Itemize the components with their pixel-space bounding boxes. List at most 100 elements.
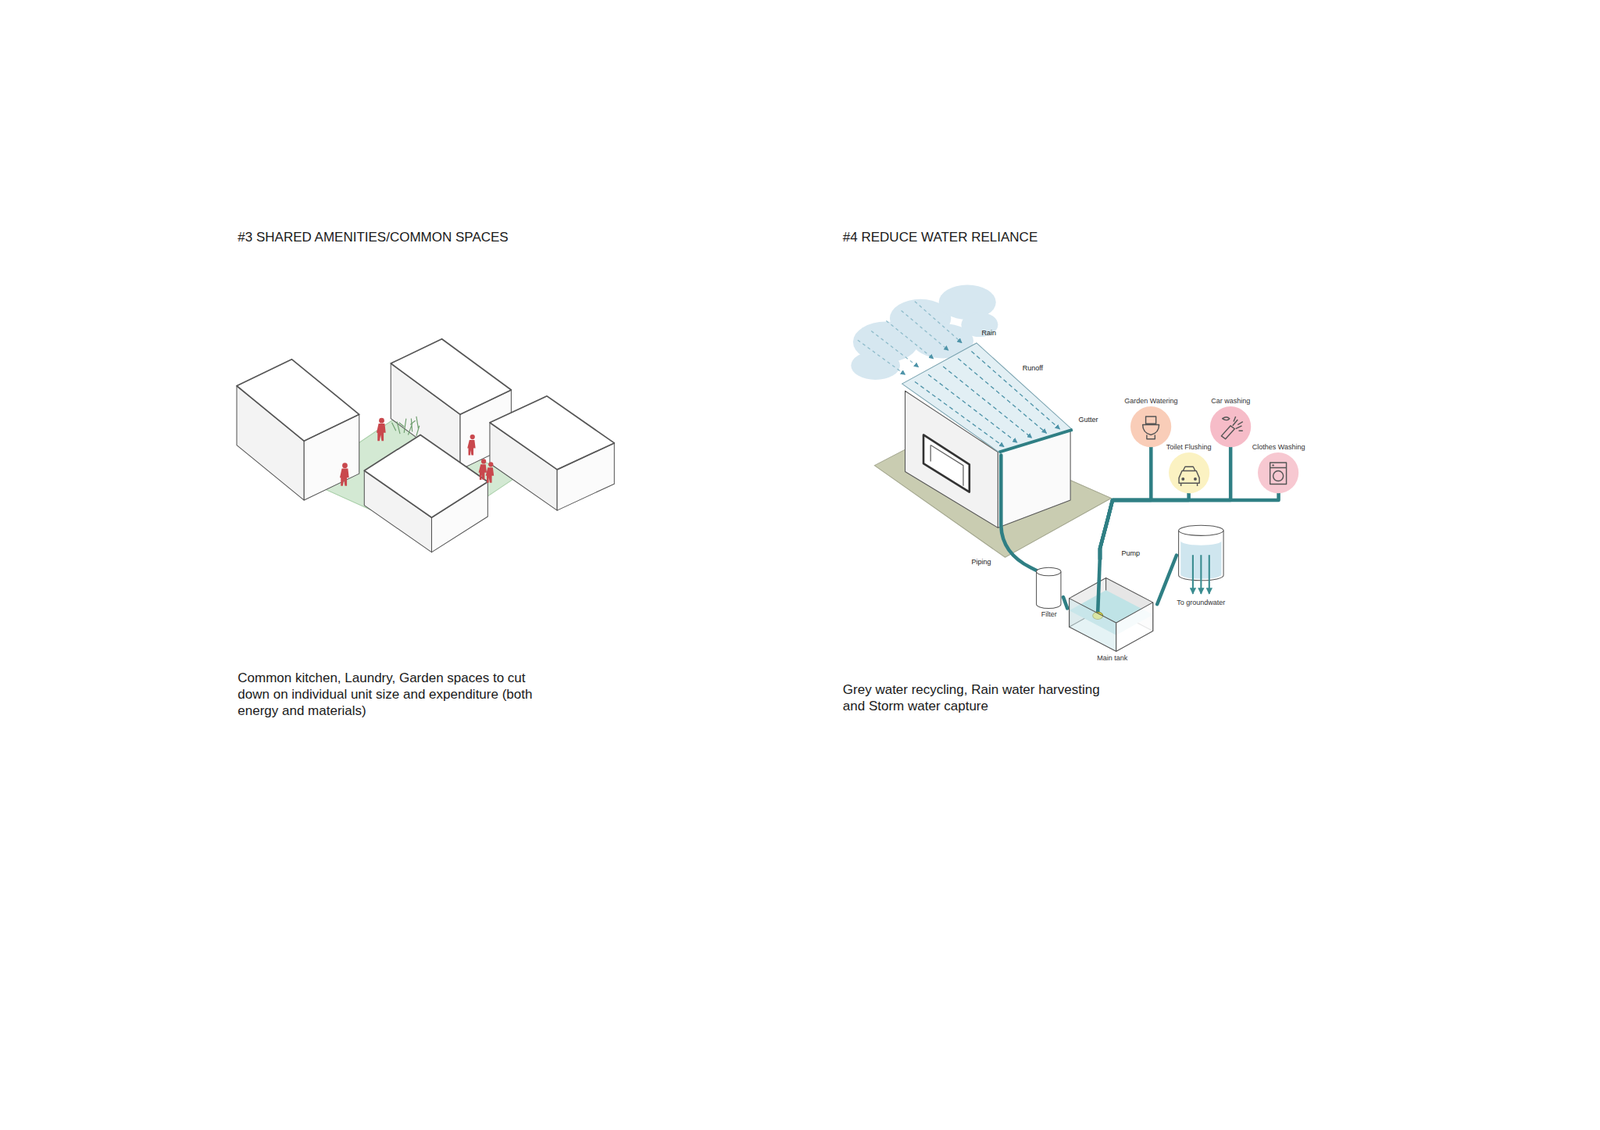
tank-body xyxy=(1069,559,1154,652)
node-label: Car washing xyxy=(1209,396,1252,407)
use-icon xyxy=(1181,477,1185,481)
filter-body xyxy=(1036,571,1061,608)
people xyxy=(376,423,386,441)
use-icon xyxy=(1178,466,1200,486)
node-shape xyxy=(1067,559,1158,654)
people xyxy=(481,458,486,464)
node-label: Main tank xyxy=(1095,653,1129,664)
use-icon xyxy=(1270,462,1287,484)
use-icon xyxy=(1192,477,1197,481)
housing-unit xyxy=(364,434,488,552)
people xyxy=(488,461,493,467)
use-circle-shape xyxy=(1130,406,1172,447)
use-icon xyxy=(1221,416,1243,440)
node-shape xyxy=(1176,524,1226,598)
people xyxy=(339,468,350,486)
rain-clouds xyxy=(960,312,998,337)
node-shape xyxy=(1034,566,1064,610)
water-pipe xyxy=(1063,596,1068,608)
node-label: Filter xyxy=(1039,609,1059,620)
filter-top xyxy=(1036,567,1061,575)
people xyxy=(378,417,385,424)
runoff-arrows xyxy=(857,301,1061,447)
runoff-arrows xyxy=(914,382,1004,447)
panel-heading: #4 REDUCE WATER RELIANCE xyxy=(842,228,1038,246)
part-label: Rain xyxy=(981,328,997,338)
tank-body xyxy=(1069,597,1117,651)
roof xyxy=(902,342,1073,453)
runoff-arrows xyxy=(871,330,919,367)
tank-body xyxy=(1116,602,1154,652)
people xyxy=(467,439,475,456)
people xyxy=(478,464,487,480)
use-circle-shape xyxy=(1168,452,1210,493)
people xyxy=(342,462,348,468)
downpipe xyxy=(1000,455,1039,572)
people xyxy=(470,434,475,440)
use-circle-shape xyxy=(1210,406,1251,447)
use-icon xyxy=(1142,416,1160,440)
people xyxy=(339,417,494,486)
main-tank: Main tank xyxy=(1067,559,1158,664)
use-icon xyxy=(1221,416,1243,440)
use-circle: Toilet Flushing xyxy=(1164,442,1214,493)
use-circle-shape xyxy=(1257,452,1299,493)
housing-unit xyxy=(390,339,511,415)
use-icon xyxy=(1178,466,1200,486)
use-icon xyxy=(1272,464,1275,466)
roof xyxy=(902,342,1073,453)
runoff-arrows xyxy=(957,358,1047,434)
use-icon xyxy=(1222,417,1230,421)
groundwater-body xyxy=(1208,555,1211,595)
runoff-arrows xyxy=(928,374,1018,443)
house xyxy=(930,445,964,486)
water-pipe xyxy=(1100,446,1151,560)
part-label: Runoff xyxy=(1022,364,1043,373)
people xyxy=(485,467,494,483)
node-label: Garden Watering xyxy=(1122,396,1179,407)
tank-body xyxy=(1097,559,1100,613)
garden-plants xyxy=(392,416,420,436)
node-shape xyxy=(1210,406,1251,447)
house xyxy=(923,434,970,492)
node-shape xyxy=(1130,406,1172,447)
use-circle: Garden Watering xyxy=(1122,396,1179,447)
runoff-arrows xyxy=(914,301,962,343)
groundwater-body xyxy=(1200,555,1202,595)
part-label: Gutter xyxy=(1078,415,1099,425)
garden-plants xyxy=(392,416,420,436)
node-shape xyxy=(1257,452,1299,493)
housing-unit xyxy=(489,396,615,470)
use-circle: Car washing xyxy=(1209,396,1252,447)
runoff-arrows xyxy=(942,366,1033,438)
housing-unit xyxy=(236,359,360,500)
gutter xyxy=(999,429,1073,453)
groundwater-body xyxy=(1178,525,1224,595)
node-shape xyxy=(1168,452,1210,493)
housing-unit xyxy=(364,434,488,518)
part-label: Pump xyxy=(1121,549,1140,558)
filter-cylinder: Filter xyxy=(1034,566,1064,620)
node-label: Clothes Washing xyxy=(1250,442,1308,453)
groundwater-body xyxy=(1192,555,1194,595)
part-label: Piping xyxy=(971,557,991,567)
runoff-arrows xyxy=(885,320,933,359)
runoff-arrows xyxy=(857,339,906,375)
runoff-arrows xyxy=(971,351,1060,430)
housing-unit xyxy=(236,359,360,441)
runoff-arrows xyxy=(901,310,949,350)
panel-caption: Grey water recycling, Rain water harvest… xyxy=(842,681,1109,715)
gutter xyxy=(999,429,1073,453)
node-label: Toilet Flushing xyxy=(1164,442,1214,453)
node-label: To groundwater xyxy=(1175,597,1227,608)
water-pipe xyxy=(1157,555,1177,605)
use-icon xyxy=(1273,470,1284,481)
use-icon xyxy=(1270,462,1287,484)
use-circle: Clothes Washing xyxy=(1250,442,1308,493)
housing-unit xyxy=(489,396,615,511)
